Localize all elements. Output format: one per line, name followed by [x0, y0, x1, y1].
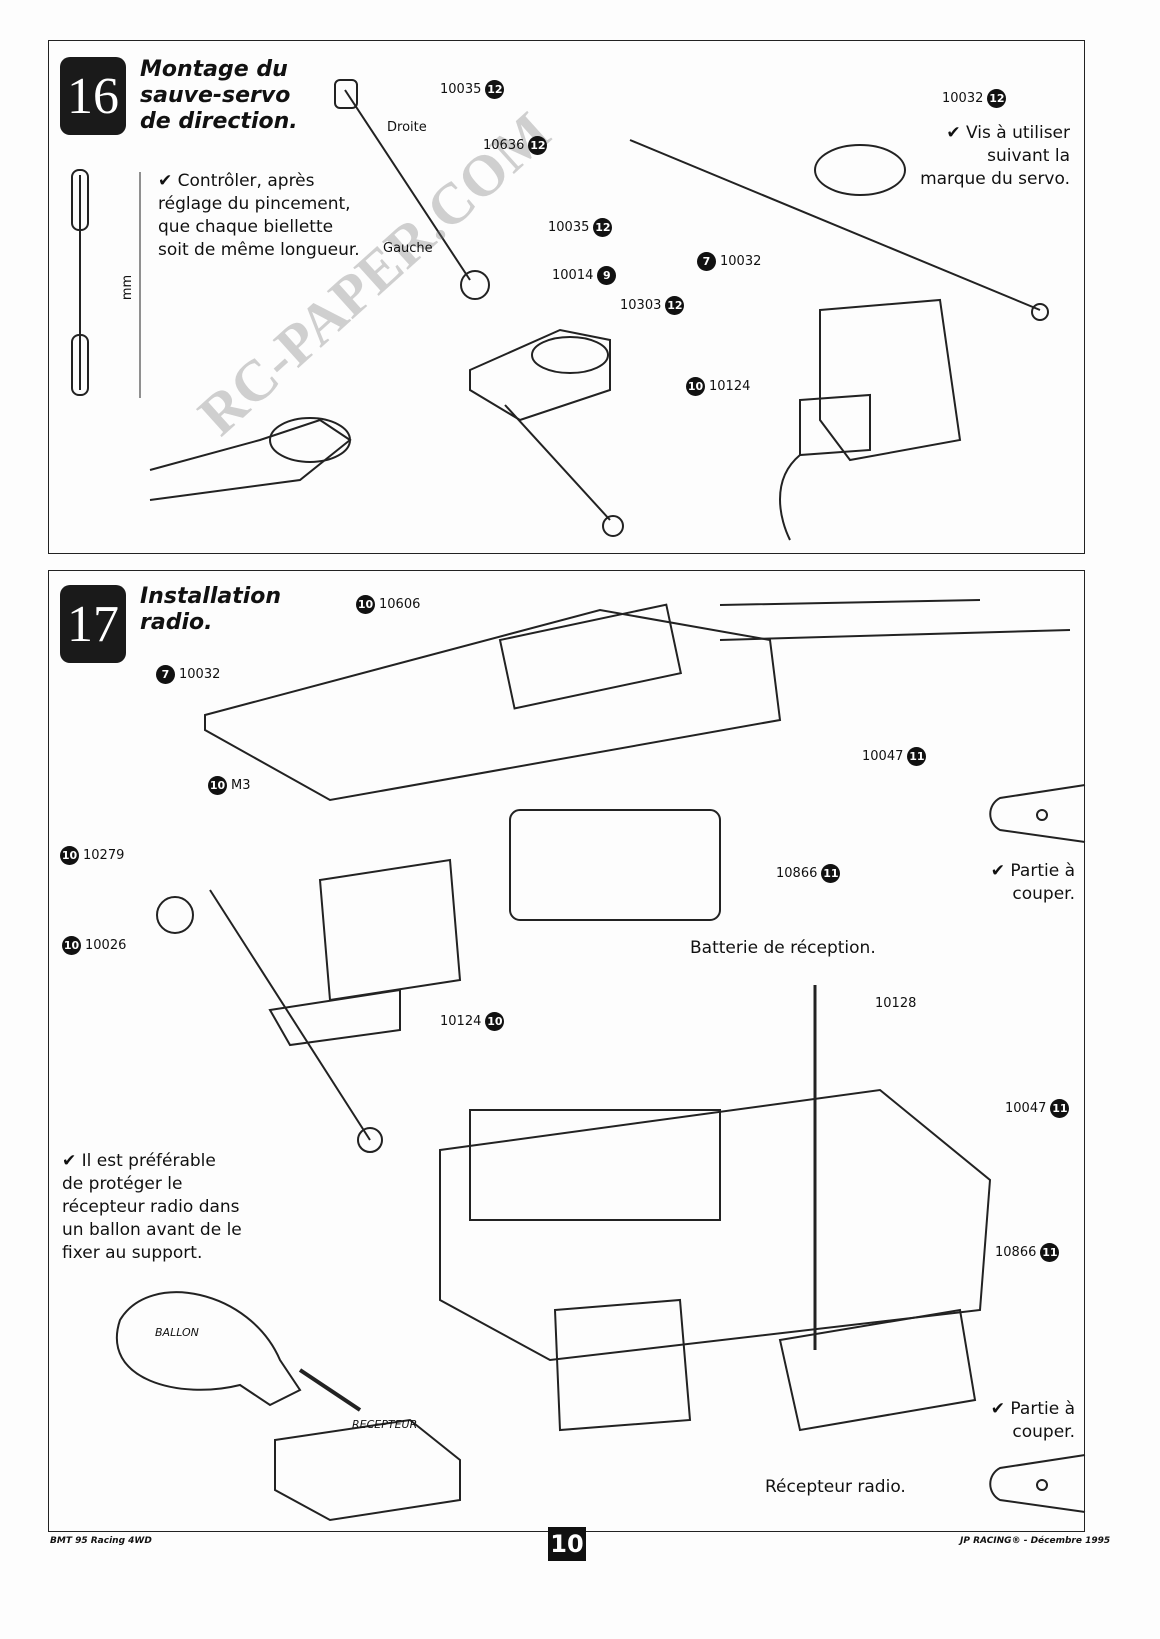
receiver-box	[274, 1418, 461, 1522]
step-number: 16	[60, 57, 126, 135]
note: ✔ Vis à utiliser suivant la marque du se…	[920, 123, 1070, 189]
label-left: Gauche	[383, 241, 433, 256]
receiver	[778, 1308, 977, 1432]
battery-pack	[509, 809, 721, 921]
balloon-label: BALLON	[155, 1326, 199, 1339]
servo-saver	[469, 328, 611, 422]
cut-note: ✔ Partie à couper.	[990, 1399, 1075, 1442]
step-17-panel	[48, 570, 1085, 1532]
part-label: 10128	[875, 996, 917, 1011]
steering-rod	[344, 89, 471, 281]
label-right: Droite	[387, 120, 427, 135]
balloon-note: ✔ Il est préférable de protéger le récep…	[62, 1151, 242, 1263]
cut-note: ✔ Partie à couper.	[990, 861, 1075, 904]
battery-label: Batterie de réception.	[690, 938, 876, 958]
step-number: 17	[60, 585, 126, 663]
balloon	[116, 1291, 302, 1407]
receiver-box-label: RECEPTEUR	[352, 1418, 418, 1431]
footer-model: BMT 95 Racing 4WD	[50, 1536, 152, 1546]
note: ✔ Contrôler, après réglage du pincement,…	[158, 171, 360, 260]
label-mm: mm	[120, 274, 136, 301]
page-number: 10	[548, 1527, 586, 1561]
chassis-plate	[439, 1088, 992, 1362]
footer-brand: JP RACING® - Décembre 1995	[960, 1536, 1111, 1546]
step-16-panel	[48, 40, 1085, 554]
radio-plate	[204, 608, 782, 802]
servo	[819, 298, 962, 462]
receiver-label: Récepteur radio.	[765, 1477, 906, 1497]
